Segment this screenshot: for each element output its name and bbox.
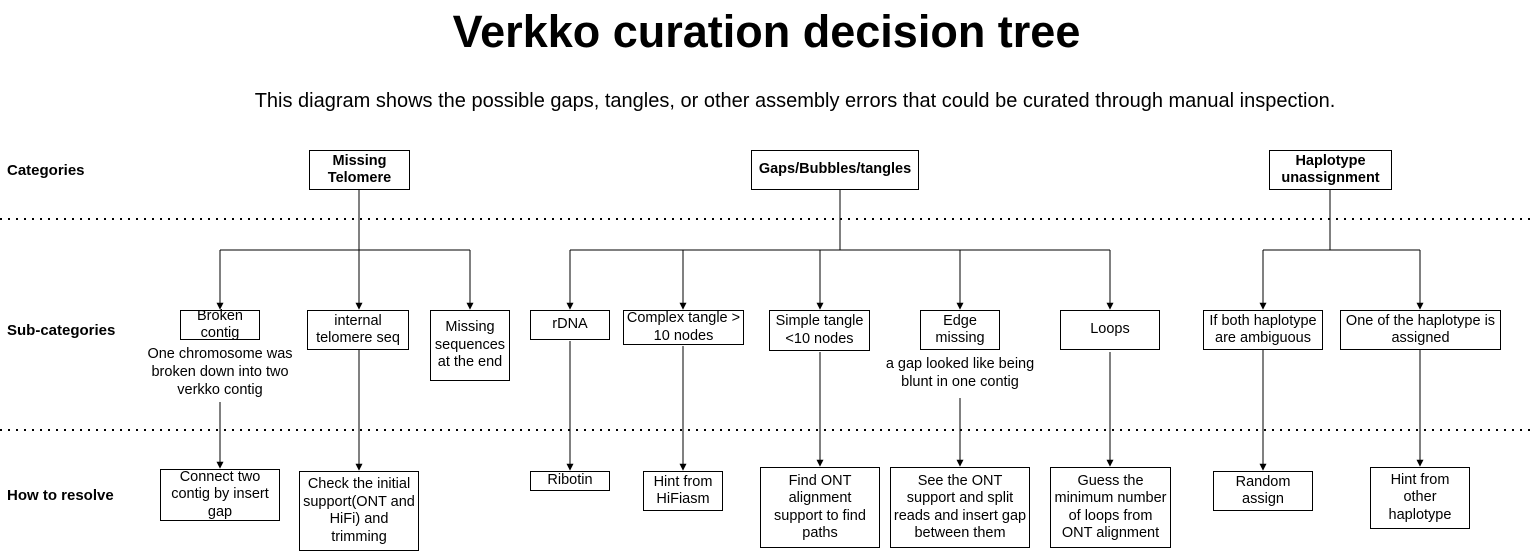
resolve-check-initial-support: Check the initial support(ONT and HiFi) …: [299, 471, 419, 551]
haplotype-connectors: [1259, 190, 1424, 471]
subcategory-missing-sequences: Missing sequences at the end: [430, 310, 510, 381]
diagram-subtitle: This diagram shows the possible gaps, ta…: [254, 90, 1336, 112]
category-haplotype-unassignment: Haplotype unassignment: [1269, 150, 1392, 190]
subcategory-broken-contig: Broken contig: [180, 308, 260, 341]
note-broken-contig: One chromosome was broken down into two …: [140, 345, 300, 399]
subcategory-edge-missing: Edge missing: [920, 310, 1000, 350]
subcategory-one-haplotype-assigned: One of the haplotype is assigned: [1340, 310, 1501, 350]
subcategory-internal-telomere-seq: internal telomere seq: [307, 310, 409, 350]
subcategory-both-haplotype-ambiguous: If both haplotype are ambiguous: [1203, 310, 1323, 350]
subcategory-complex-tangle: Complex tangle > 10 nodes: [623, 310, 744, 345]
subcategory-loops: Loops: [1060, 310, 1160, 350]
resolve-find-ont-alignment: Find ONT alignment support to find paths: [760, 467, 880, 548]
resolve-hint-from-hifiasm: Hint from HiFiasm: [643, 471, 723, 511]
category-gaps-bubbles-tangles: Gaps/Bubbles/tangles: [751, 150, 919, 190]
subcategory-rdna: rDNA: [530, 310, 610, 340]
gaps-connectors: [566, 190, 1114, 471]
note-edge-missing: a gap looked like being blunt in one con…: [880, 355, 1040, 391]
row-label-resolve: How to resolve: [7, 487, 114, 504]
resolve-hint-from-other-haplotype: Hint from other haplotype: [1370, 467, 1470, 529]
row-label-categories: Categories: [7, 162, 85, 179]
diagram-title: Verkko curation decision tree: [452, 6, 1081, 57]
resolve-see-ont-support: See the ONT support and split reads and …: [890, 467, 1030, 548]
resolve-ribotin: Ribotin: [530, 471, 610, 491]
resolve-random-assign: Random assign: [1213, 471, 1313, 511]
resolve-connect-contig: Connect two contig by insert gap: [160, 469, 280, 521]
subcategory-simple-tangle: Simple tangle <10 nodes: [769, 310, 870, 351]
resolve-guess-loops: Guess the minimum number of loops from O…: [1050, 467, 1171, 548]
row-label-subcategories: Sub-categories: [7, 322, 116, 339]
missing-telomere-connectors: [216, 189, 474, 471]
category-missing-telomere: Missing Telomere: [309, 150, 410, 190]
